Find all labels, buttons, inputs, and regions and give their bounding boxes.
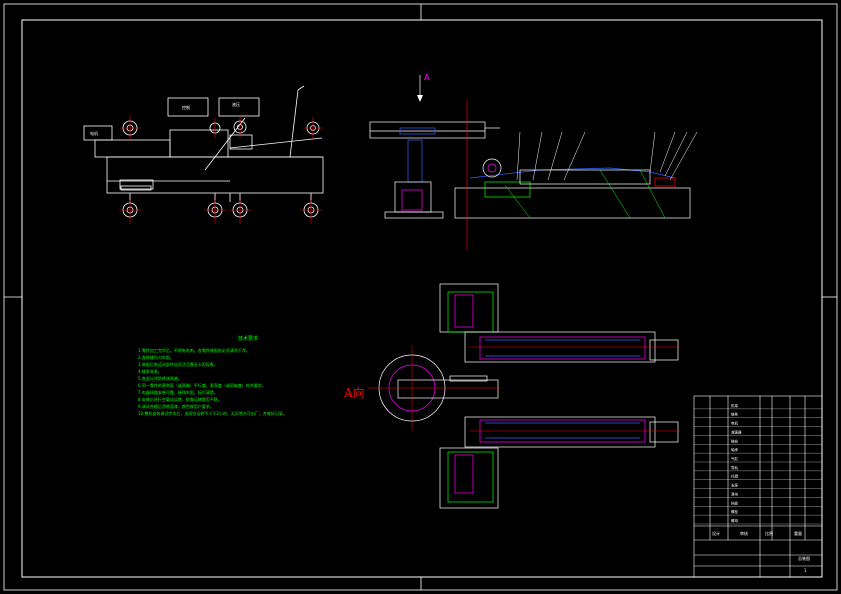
technical-note-1: 1.零件加工完毕后，不得有毛刺。各零件装配前必须清洗干净。 — [138, 348, 250, 353]
front-elevation — [369, 75, 698, 250]
box-label-motor: 电机 — [90, 130, 98, 136]
parts-list-item: 气缸 — [731, 456, 739, 461]
side-view-conveyor — [83, 85, 324, 224]
tb-designed: 设计 — [712, 530, 720, 536]
parts-list-item: 导轨 — [731, 465, 739, 470]
parts-list-item: 链条 — [731, 412, 739, 417]
tb-sheet: 1 — [804, 568, 807, 573]
side-view-wheels — [122, 120, 320, 218]
plan-view-top — [439, 283, 680, 363]
parts-list-item: 螺母 — [731, 518, 739, 523]
technical-notes-title: 技术要求 — [237, 336, 258, 342]
inner-border — [21, 19, 823, 578]
technical-note-2: 2.各焊缝均匀牢固。 — [138, 355, 174, 360]
parts-list-item: 滑块 — [731, 491, 739, 496]
tb-drawing-name: 总装图 — [798, 555, 810, 561]
outer-border — [3, 3, 838, 591]
parts-list-item: 螺栓 — [731, 509, 739, 514]
technical-note-9: 9.调试合格后涂装面漆，颜色按用户要求。 — [138, 404, 214, 409]
box-label-control: 控制 — [182, 104, 190, 110]
parts-list-item: 减速器 — [731, 429, 742, 434]
tb-checked: 审核 — [740, 530, 748, 536]
tb-scale: 比例 — [765, 530, 773, 536]
box-label-hydraulic: 液压 — [232, 101, 240, 107]
centering-marks — [4, 4, 837, 590]
plan-view-bottom — [439, 416, 680, 509]
technical-note-6: 6.同一零件的两侧面（或两端）平行度、垂直度（或同轴度）符合要求。 — [138, 383, 266, 388]
technical-note-10: 10.整机安装调试完毕后，连续空运转不少于2小时，无异常方可出厂，并做好记录。 — [138, 411, 287, 416]
technical-note-3: 3.装配后各运动部件应灵活可靠无卡阻现象。 — [138, 362, 218, 367]
parts-list-item: 电机 — [731, 421, 739, 426]
parts-list-item: 托辊 — [731, 474, 739, 479]
parts-list-item: 挡板 — [731, 500, 739, 505]
technical-note-7: 7.电器线路安装可靠，接线牢固，标识清楚。 — [138, 390, 218, 395]
arrow-a-label: A — [424, 73, 430, 82]
parts-list-item: 链轮 — [731, 438, 739, 443]
technical-notes: 技术要求 1.零件加工完毕后，不得有毛刺。各零件装配前必须清洗干净。 2.各焊缝… — [138, 336, 338, 417]
technical-note-8: 8.安装后进行空载试运转，检查运转是否平稳。 — [138, 397, 222, 402]
view-a-label: A向 — [344, 386, 365, 400]
title-block — [693, 395, 823, 578]
tb-weight: 重量 — [794, 530, 802, 536]
parts-list-item: 支座 — [731, 483, 739, 488]
technical-note-4: 4.链条张紧。 — [138, 369, 162, 374]
parts-list-item: 轴承 — [731, 447, 739, 452]
parts-list-item: 机架 — [731, 403, 739, 408]
technical-note-5: 5.各部分涂防锈漆两遍。 — [138, 376, 182, 381]
view-a-detail — [368, 345, 500, 431]
